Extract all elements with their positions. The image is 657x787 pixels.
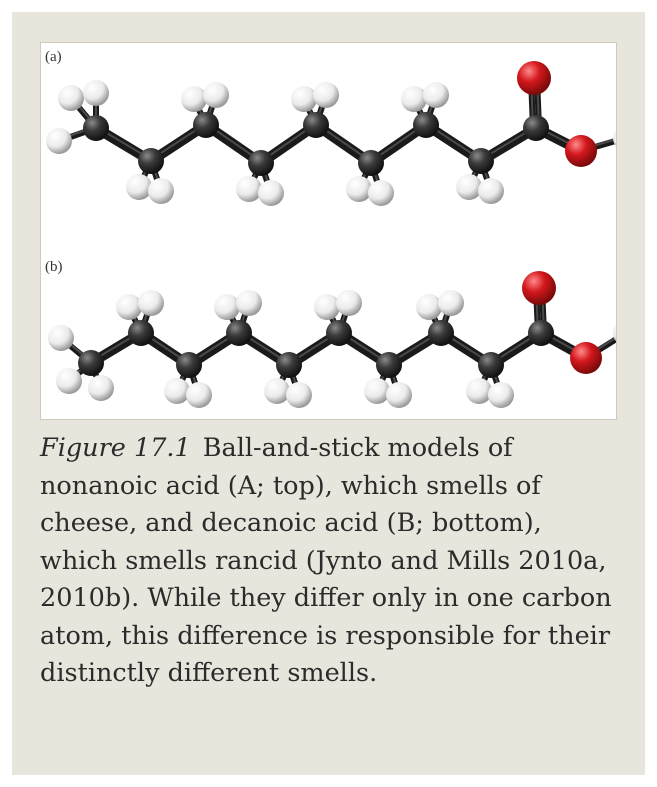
carbon-atom bbox=[276, 352, 302, 378]
carbon-atom bbox=[326, 320, 352, 346]
hydrogen-atom bbox=[48, 325, 74, 351]
hydrogen-atom bbox=[401, 86, 427, 112]
hydrogen-atom bbox=[148, 178, 174, 204]
hydrogen-atom bbox=[126, 174, 152, 200]
hydrogen-atom bbox=[236, 290, 262, 316]
hydrogen-atom bbox=[236, 176, 262, 202]
hydrogen-atom bbox=[214, 294, 240, 320]
carbon-atom bbox=[478, 352, 504, 378]
oxygen-atom bbox=[570, 342, 602, 374]
figure-label: Figure 17.1 bbox=[40, 433, 191, 463]
hydrogen-atom bbox=[438, 290, 464, 316]
hydrogen-atom bbox=[264, 378, 290, 404]
hydrogen-atom bbox=[186, 382, 212, 408]
hydrogen-atom bbox=[368, 180, 394, 206]
carbon-atom bbox=[523, 115, 549, 141]
hydrogen-atom bbox=[58, 85, 84, 111]
caption-text: Ball-and-stick models of nonanoic acid (… bbox=[40, 433, 612, 688]
hydrogen-atom bbox=[203, 82, 229, 108]
carbon-atom bbox=[303, 112, 329, 138]
carbon-atom bbox=[128, 320, 154, 346]
carbon-atom bbox=[376, 352, 402, 378]
hydrogen-atom bbox=[613, 129, 616, 147]
hydrogen-atom bbox=[386, 382, 412, 408]
hydrogen-atom bbox=[416, 294, 442, 320]
hydrogen-atom bbox=[313, 82, 339, 108]
carbon-atom bbox=[193, 112, 219, 138]
hydrogen-atom bbox=[488, 382, 514, 408]
carbon-atom bbox=[78, 350, 104, 376]
hydrogen-atom bbox=[423, 82, 449, 108]
hydrogen-atom bbox=[88, 375, 114, 401]
nonanoic-acid-model bbox=[46, 61, 616, 206]
hydrogen-atom bbox=[46, 128, 72, 154]
hydrogen-atom bbox=[116, 294, 142, 320]
hydrogen-atom bbox=[346, 176, 372, 202]
carbon-atom bbox=[248, 150, 274, 176]
carbon-atom bbox=[226, 320, 252, 346]
carbon-atom bbox=[413, 112, 439, 138]
carbon-atom bbox=[468, 148, 494, 174]
hydrogen-atom bbox=[164, 378, 190, 404]
panel-b-label: (b) bbox=[45, 259, 63, 275]
hydrogen-atom bbox=[466, 378, 492, 404]
hydrogen-atom bbox=[364, 378, 390, 404]
hydrogen-atom bbox=[286, 382, 312, 408]
oxygen-atom bbox=[565, 135, 597, 167]
carbon-atom bbox=[138, 148, 164, 174]
molecule-image: (a) (b) bbox=[40, 42, 617, 420]
hydrogen-atom bbox=[258, 180, 284, 206]
hydrogen-atom bbox=[138, 290, 164, 316]
hydrogen-atom bbox=[613, 324, 616, 342]
carbon-atom bbox=[428, 320, 454, 346]
carbon-atom bbox=[176, 352, 202, 378]
carbon-atom bbox=[528, 320, 554, 346]
oxygen-atom bbox=[517, 61, 551, 95]
hydrogen-atom bbox=[181, 86, 207, 112]
hydrogen-atom bbox=[314, 294, 340, 320]
hydrogen-atom bbox=[336, 290, 362, 316]
carbon-atom bbox=[83, 115, 109, 141]
hydrogen-atom bbox=[456, 174, 482, 200]
panel-a-label: (a) bbox=[45, 49, 62, 65]
hydrogen-atom bbox=[83, 80, 109, 106]
ball-and-stick-models: (a) (b) bbox=[45, 49, 616, 408]
hydrogen-atom bbox=[291, 86, 317, 112]
hydrogen-atom bbox=[56, 368, 82, 394]
decanoic-acid-model bbox=[48, 271, 616, 408]
hydrogen-atom bbox=[478, 178, 504, 204]
carbon-atom bbox=[358, 150, 384, 176]
oxygen-atom bbox=[522, 271, 556, 305]
